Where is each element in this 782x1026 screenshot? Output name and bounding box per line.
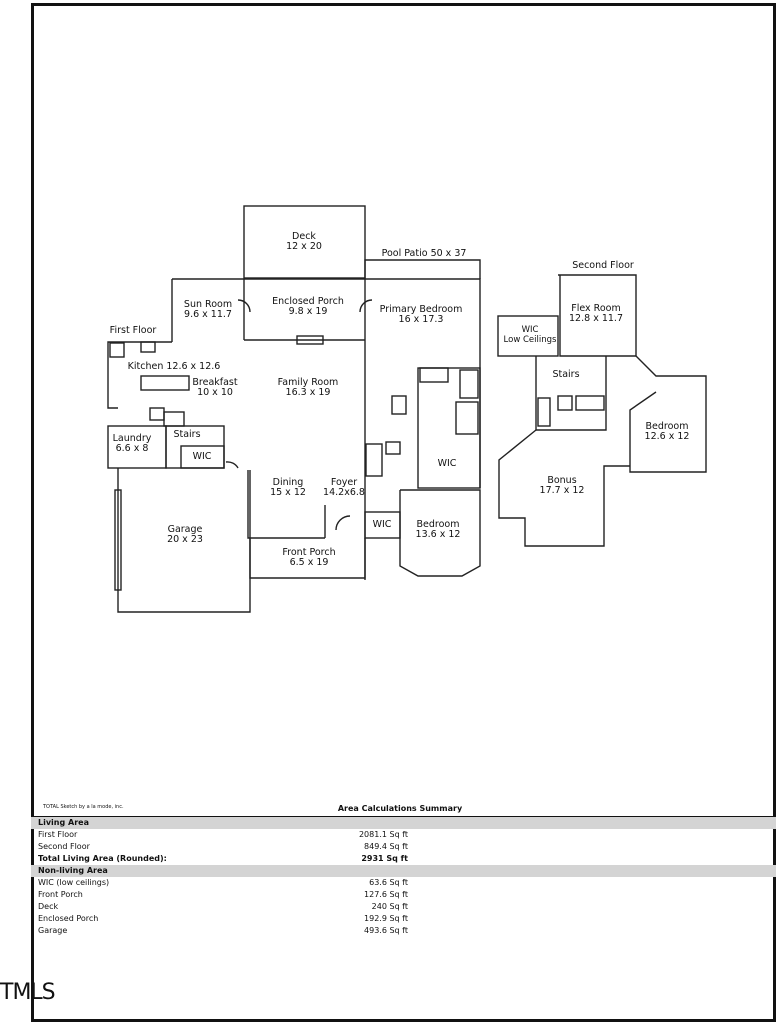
bedroom-label: Bedroom 12.6 x 12 xyxy=(644,421,690,442)
dining-wall xyxy=(247,470,325,539)
garage-door xyxy=(114,489,122,591)
row-value: 849.4 Sq ft xyxy=(364,842,408,851)
tub-icon xyxy=(459,369,479,399)
wic-outline xyxy=(180,445,225,469)
second-floor-label: Second Floor xyxy=(572,260,634,271)
row-value: 2081.1 Sq ft xyxy=(358,830,408,839)
row-label: WIC (low ceilings) xyxy=(38,878,110,887)
door-swing xyxy=(225,461,239,469)
kitchen-label: Kitchen 12.6 x 12.6 xyxy=(127,361,221,372)
vanity-icon xyxy=(419,367,449,383)
wic-low-outline xyxy=(497,315,559,357)
tub-icon xyxy=(537,397,551,427)
vanity-icon xyxy=(391,395,407,415)
stairs-label: Stairs xyxy=(173,429,201,440)
total-row: Total Living Area (Rounded): 2931 Sq ft xyxy=(31,853,776,865)
kitchen-island xyxy=(140,375,190,391)
enclosed-porch-label: Enclosed Porch 9.8 x 19 xyxy=(272,296,344,317)
family-room-label: Family Room 16.3 x 19 xyxy=(277,377,339,398)
watermark-logo: TMLS xyxy=(0,980,56,1005)
wic-low-label: WIC Low Ceilings xyxy=(503,325,557,345)
row-label: Deck xyxy=(38,902,59,911)
sun-room-label: Sun Room 9.6 x 11.7 xyxy=(183,299,233,320)
row-label: Enclosed Porch xyxy=(38,914,99,923)
kitchen-wall xyxy=(107,341,172,409)
breakfast-label: Breakfast 10 x 10 xyxy=(192,377,238,398)
summary-row: WIC (low ceilings) 63.6 Sq ft xyxy=(31,877,776,889)
summary-row: Enclosed Porch 192.9 Sq ft xyxy=(31,913,776,925)
bedroom-outline xyxy=(399,489,481,577)
tub-icon xyxy=(365,443,383,477)
row-label: Second Floor xyxy=(38,842,90,851)
sink-icon xyxy=(557,395,573,411)
laundry-label: Laundry 6.6 x 8 xyxy=(112,433,152,454)
row-value: 2931 Sq ft xyxy=(361,854,408,863)
bedroom-outline xyxy=(629,355,707,473)
wic-label: WIC xyxy=(437,458,457,469)
row-value: 127.6 Sq ft xyxy=(364,890,408,899)
row-label: Total Living Area (Rounded): xyxy=(38,854,167,863)
range-icon xyxy=(140,341,156,353)
primary-bedroom-label: Primary Bedroom 16 x 17.3 xyxy=(379,304,463,325)
summary-row: First Floor 2081.1 Sq ft xyxy=(31,829,776,841)
deck-label: Deck 12 x 20 xyxy=(286,231,322,252)
pool-patio-line xyxy=(364,259,481,279)
row-label: Front Porch xyxy=(38,890,83,899)
row-value: 192.9 Sq ft xyxy=(364,914,408,923)
wic-label: WIC xyxy=(192,451,212,462)
front-porch-label: Front Porch 6.5 x 19 xyxy=(282,547,336,568)
stairs-label: Stairs xyxy=(552,369,580,380)
summary-row: Garage 493.6 Sq ft xyxy=(31,925,776,937)
row-label: Garage xyxy=(38,926,68,935)
front-porch-outline xyxy=(249,538,366,579)
bedroom-label: Bedroom 13.6 x 12 xyxy=(415,519,461,540)
summary-row: Second Floor 849.4 Sq ft xyxy=(31,841,776,853)
row-value: 493.6 Sq ft xyxy=(364,926,408,935)
stairs-outline xyxy=(535,356,607,431)
nonliving-area-header: Non-living Area xyxy=(31,865,776,877)
bonus-label: Bonus 17.7 x 12 xyxy=(539,475,585,496)
sink-icon xyxy=(109,342,125,358)
area-summary: Living Area First Floor 2081.1 Sq ft Sec… xyxy=(31,817,776,937)
living-area-header: Living Area xyxy=(31,817,776,829)
wic-label: WIC xyxy=(372,519,392,530)
vanity-icon xyxy=(575,395,605,411)
deck-outline xyxy=(243,205,366,279)
fireplace xyxy=(296,335,324,345)
door-swing xyxy=(237,299,251,313)
appliance-icon xyxy=(149,407,165,421)
door-swing xyxy=(359,299,373,313)
row-value: 63.6 Sq ft xyxy=(369,878,408,887)
floor-plan-sheet xyxy=(31,3,776,1022)
shower-icon xyxy=(455,401,479,435)
summary-row: Front Porch 127.6 Sq ft xyxy=(31,889,776,901)
row-label: First Floor xyxy=(38,830,78,839)
row-value: 240 Sq ft xyxy=(371,902,408,911)
wic-outline xyxy=(364,511,401,539)
software-credit: TOTAL Sketch by a la mode, inc. xyxy=(43,804,124,810)
primary-bath-outline xyxy=(417,367,481,489)
appliance-icon xyxy=(163,411,185,427)
front-door-swing xyxy=(335,515,351,531)
foyer-label: Foyer 14.2x6.8 xyxy=(323,477,365,498)
flex-room-label: Flex Room 12.8 x 11.7 xyxy=(569,303,623,324)
summary-row: Deck 240 Sq ft xyxy=(31,901,776,913)
summary-title: Area Calculations Summary xyxy=(337,804,463,813)
garage-label: Garage 20 x 23 xyxy=(167,524,203,545)
dining-label: Dining 15 x 12 xyxy=(270,477,306,498)
pool-patio-label: Pool Patio 50 x 37 xyxy=(381,248,467,259)
toilet-icon xyxy=(385,441,401,455)
first-floor-label: First Floor xyxy=(109,325,157,336)
bonus-outline xyxy=(498,429,630,547)
